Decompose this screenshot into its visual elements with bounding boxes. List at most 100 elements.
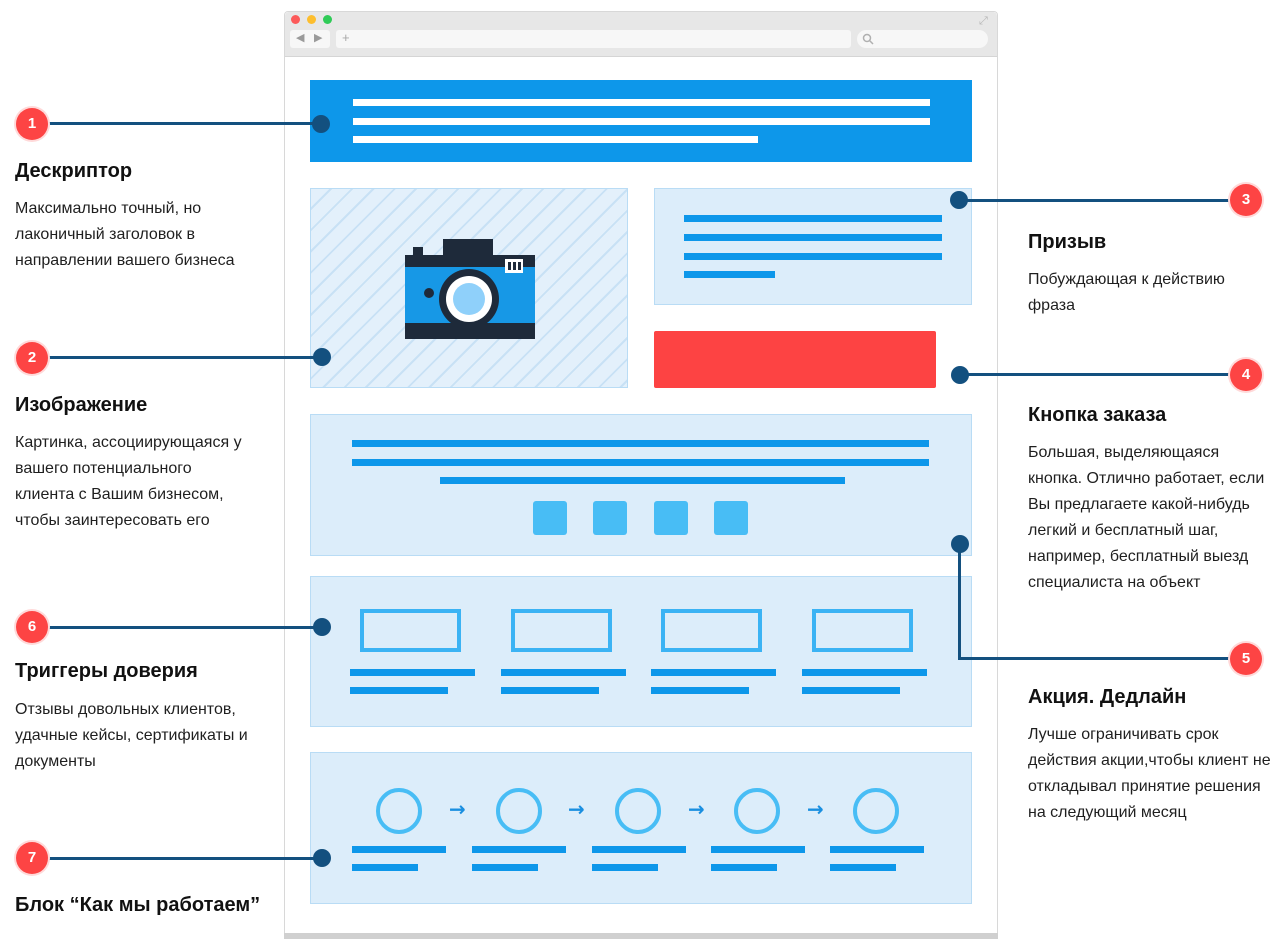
callout-6-description: Отзывы довольных клиентов, удачные кейсы… [15,701,248,770]
step-circle [496,788,542,834]
callout-3-description: Побуждающая к действию фраза [1028,271,1225,314]
callout-1-number: 1 [16,108,48,140]
address-bar[interactable]: + [336,30,851,48]
countdown-box [654,501,688,535]
certificate-frame [360,609,461,652]
callout-3-anchor [950,191,968,209]
step-text-line [472,846,566,853]
descriptor-text-line [353,136,758,143]
cta-text-line [684,271,775,278]
how-we-work-block: → → → → [310,752,972,904]
callout-2-anchor [313,348,331,366]
step-circle [615,788,661,834]
callout-1-title: Дескриптор [15,160,133,182]
countdown-box [714,501,748,535]
descriptor-text-line [353,99,930,106]
step-text-line [352,864,418,871]
expand-icon[interactable]: ⤢ [979,15,988,27]
callout-5-connector [958,657,1232,660]
browser-search-field[interactable] [857,30,988,48]
callout-6-anchor [313,618,331,636]
trust-text-line [802,669,927,676]
callout-6-title: Триггеры доверия [15,660,198,682]
step-text-line [592,864,658,871]
step-text-line [711,864,777,871]
countdown-box [593,501,627,535]
add-tab-icon[interactable]: + [342,30,350,45]
callout-5-title: Акция. Дедлайн [1028,686,1187,708]
nav-buttons: ◀ ▶ [290,30,330,48]
trust-text-line [651,669,776,676]
trust-text-line [501,669,626,676]
callout-2-title: Изображение [15,394,148,416]
minimize-window-dot[interactable] [307,15,316,24]
step-text-line [592,846,686,853]
arrow-right-icon: → [688,797,705,821]
cta-phrase-block [654,188,972,305]
callout-6-connector [48,626,320,629]
callout-2-description: Картинка, ассоциирующаяся у вашего потен… [15,434,242,529]
certificate-frame [511,609,612,652]
cta-text-line [684,215,942,222]
step-circle [734,788,780,834]
callout-5-connector-vertical [958,543,961,659]
trust-triggers-block [310,576,972,727]
callout-3-number: 3 [1230,184,1262,216]
step-text-line [830,864,896,871]
close-window-dot[interactable] [291,15,300,24]
order-button[interactable] [654,331,936,388]
browser-toolbar: ⤢ ◀ ▶ + [285,12,997,57]
callout-3-title: Призыв [1028,231,1107,253]
callout-4-anchor [951,366,969,384]
countdown-box [533,501,567,535]
certificate-frame [661,609,762,652]
callout-5-number: 5 [1230,643,1262,675]
callout-5-anchor [951,535,969,553]
arrow-right-icon: → [807,797,824,821]
callout-3-connector [960,199,1232,202]
step-text-line [711,846,805,853]
offer-text-line [440,477,845,484]
callout-1-anchor [312,115,330,133]
trust-text-line [651,687,749,694]
step-text-line [352,846,446,853]
offer-deadline-block [310,414,972,556]
step-text-line [830,846,924,853]
callout-7-number: 7 [16,842,48,874]
certificate-frame [812,609,913,652]
callout-7-connector [48,857,320,860]
offer-text-line [352,459,929,466]
trust-text-line [350,669,475,676]
offer-text-line [352,440,929,447]
trust-text-line [501,687,599,694]
descriptor-block [310,80,972,162]
callout-6-number: 6 [16,611,48,643]
image-block [310,188,628,388]
callout-4-title: Кнопка заказа [1028,404,1167,426]
callout-1-description: Максимально точный, но лаконичный заголо… [15,200,235,269]
back-arrow-icon[interactable]: ◀ [296,32,305,44]
maximize-window-dot[interactable] [323,15,332,24]
browser-bottom-edge [284,933,998,939]
callout-4-number: 4 [1230,359,1262,391]
cta-text-line [684,234,942,241]
search-icon [862,33,874,45]
callout-7-title: Блок “Как мы работаем” [15,894,261,916]
callout-2-connector [48,356,320,359]
trust-text-line [802,687,900,694]
step-circle [376,788,422,834]
callout-5-description: Лучше ограничивать срок действия акции,ч… [1028,726,1271,821]
callout-2-number: 2 [16,342,48,374]
camera-icon [405,239,535,339]
callout-1-connector [48,122,320,125]
descriptor-text-line [353,118,930,125]
arrow-right-icon: → [568,797,585,821]
callout-4-connector [960,373,1232,376]
arrow-right-icon: → [449,797,466,821]
step-text-line [472,864,538,871]
step-circle [853,788,899,834]
trust-text-line [350,687,448,694]
cta-text-line [684,253,942,260]
callout-4-description: Большая, выделяющаяся кнопка. Отлично ра… [1028,444,1265,591]
forward-arrow-icon[interactable]: ▶ [314,32,323,44]
